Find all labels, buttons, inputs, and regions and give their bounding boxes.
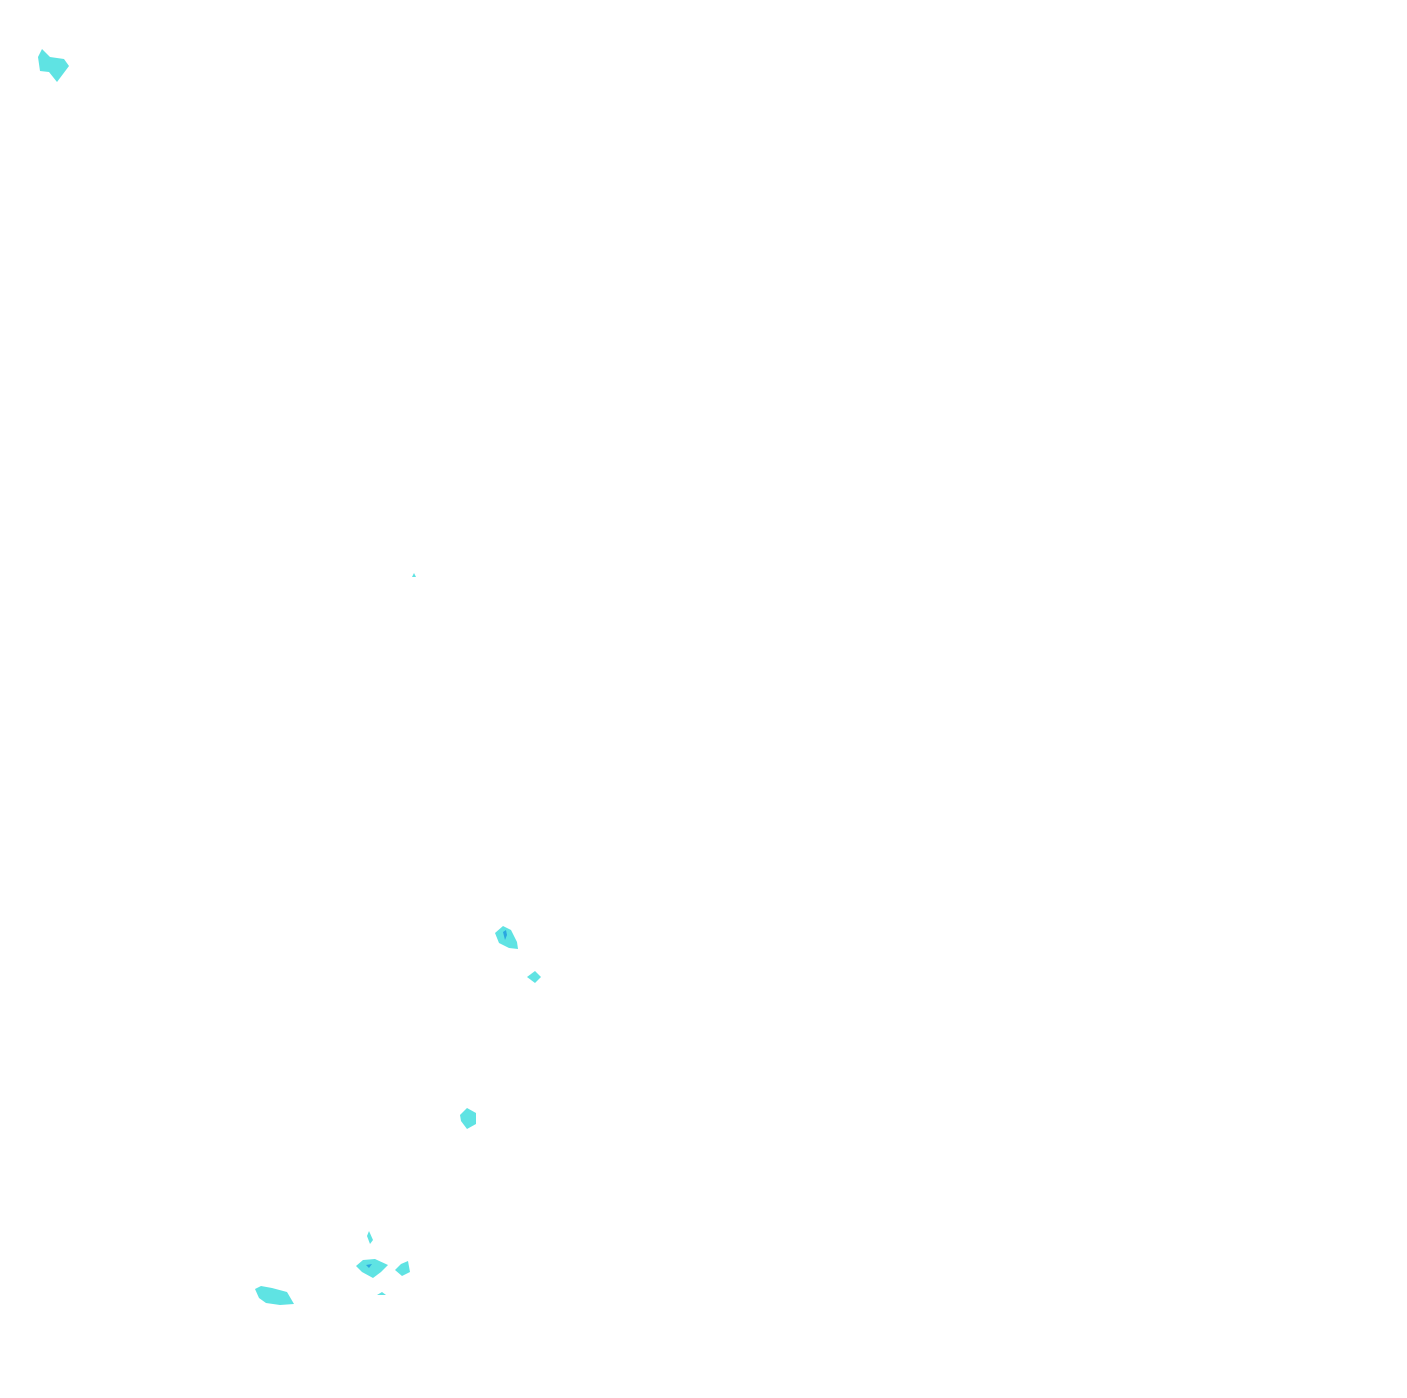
island-patch-tiny xyxy=(412,573,416,577)
island-patch-middle xyxy=(460,1108,476,1129)
island-patch-lower-right xyxy=(395,1261,410,1276)
island-patch-lower-main xyxy=(356,1259,388,1278)
island-patch-center xyxy=(495,926,518,949)
island-patch-lower-dot xyxy=(377,1292,386,1295)
island-patch-top-left xyxy=(38,49,69,82)
island-patch-bottom-left xyxy=(255,1286,294,1305)
island-patch-center-small xyxy=(527,971,541,983)
island-patch-lower-core xyxy=(366,1264,372,1268)
island-patch-lower-sliver xyxy=(367,1231,373,1244)
island-patch-center-core xyxy=(503,930,507,940)
